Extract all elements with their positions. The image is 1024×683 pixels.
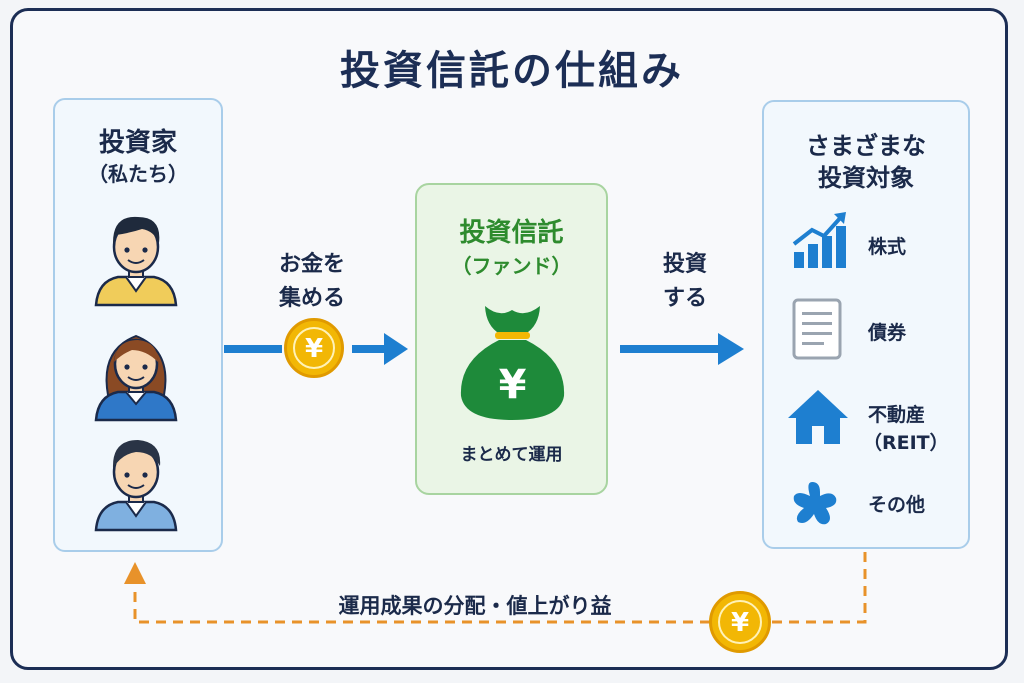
fund-heading: 投資信託 (459, 218, 564, 248)
bar-chart-up-icon (792, 212, 846, 268)
investors-subheading: （私たち） (88, 162, 188, 186)
page-title: 投資信託の仕組み (340, 48, 684, 94)
target-item-other: その他 (868, 494, 926, 516)
investor-man-icon (94, 440, 178, 532)
invest-label-line1: 投資 (662, 252, 707, 277)
target-item-real-estate-reit: （REIT） (863, 432, 949, 454)
target-item-real-estate: 不動産 (868, 404, 926, 426)
money-bag-icon (460, 306, 565, 420)
collect-label-line1: お金を (278, 252, 345, 277)
return-flow-label: 運用成果の分配・値上がり益 (338, 594, 612, 618)
bag-yen-symbol: ¥ (498, 362, 527, 408)
investor-woman-icon (94, 334, 178, 422)
coin-icon: ¥ (284, 318, 344, 378)
investors-heading: 投資家 (98, 128, 177, 158)
yen-symbol: ¥ (718, 600, 762, 644)
fund-note: まとめて運用 (460, 445, 563, 465)
coin-icon: ¥ (709, 591, 771, 653)
target-item-stocks: 株式 (868, 236, 907, 258)
star-icon (793, 482, 837, 525)
house-icon (788, 390, 848, 444)
investor-man-icon (94, 216, 178, 307)
targets-heading-line1: さまざまな (806, 132, 926, 160)
invest-arrow (620, 333, 744, 365)
invest-label-line2: する (662, 286, 707, 311)
collect-label-line2: 集める (278, 286, 345, 311)
collect-arrow (224, 333, 408, 365)
target-item-bonds: 債券 (868, 322, 907, 344)
targets-heading-line2: 投資対象 (818, 164, 914, 192)
fund-subheading: （ファンド） (451, 254, 572, 278)
document-icon (792, 298, 842, 360)
yen-symbol: ¥ (293, 327, 335, 369)
